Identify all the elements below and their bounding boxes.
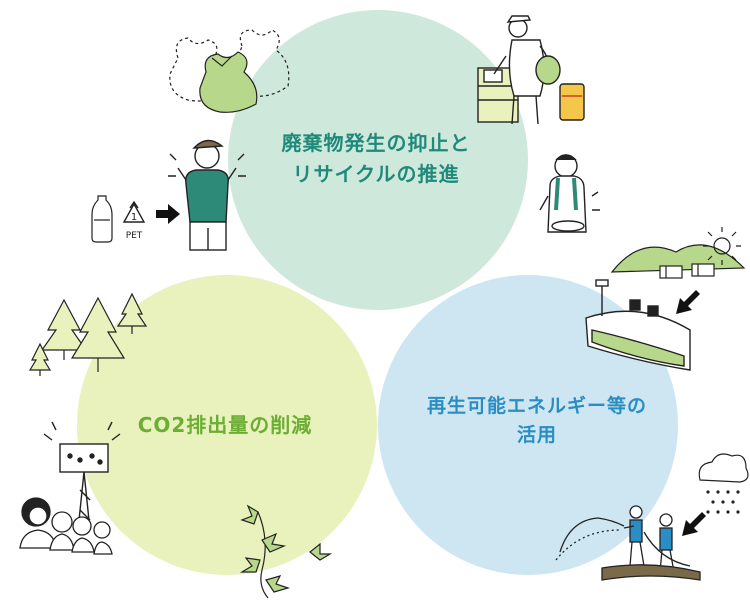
label-waste-line-1: 廃棄物発生の抑止と [281, 131, 471, 155]
led-scoreboard-icon [43, 421, 121, 531]
crowd-icon [19, 497, 113, 555]
arrow-down-left-icon-2 [682, 512, 706, 536]
recycle-mark-icon [122, 200, 146, 223]
worker-icon [168, 139, 246, 251]
arrow-down-left-icon [676, 290, 700, 314]
solar-landscape-icon [610, 244, 746, 279]
label-energy-line-2: 活用 [516, 424, 557, 447]
trees-icon [28, 292, 148, 376]
garbage-bags-icon [169, 29, 290, 113]
stadium-icon [585, 279, 691, 371]
circle-co2 [77, 275, 377, 575]
water-spray-workers-icon [555, 505, 701, 581]
label-co2-line-1: CO2排出量の削減 [137, 413, 313, 437]
label-waste-line-2: リサイクルの推進 [292, 162, 460, 186]
label-renewable-energy: 再生可能エネルギー等の 活用 [392, 392, 682, 451]
pet-bottle-icon [91, 195, 113, 243]
eating-person-icon [539, 154, 600, 233]
circle-waste [228, 10, 528, 310]
arrow-right-icon [156, 204, 180, 224]
label-waste-reduction: 廃棄物発生の抑止と リサイクルの推進 [246, 128, 506, 190]
sun-icon [703, 227, 741, 265]
label-energy-line-1: 再生可能エネルギー等の [426, 395, 647, 417]
label-co2-reduction: CO2排出量の削減 [105, 410, 345, 441]
shopper-icon [477, 15, 585, 125]
rain-cloud-icon [698, 453, 749, 514]
ivy-leaves-icon [239, 504, 333, 599]
